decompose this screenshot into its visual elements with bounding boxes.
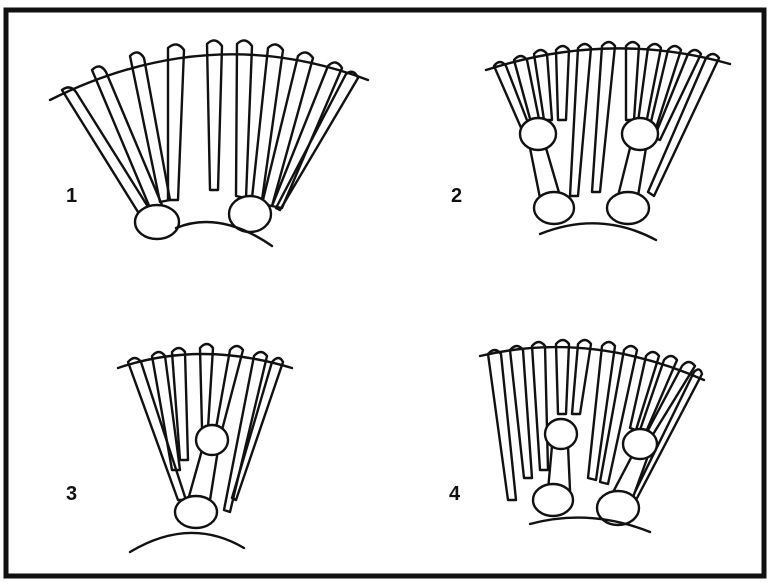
panel-2-radial-bone	[520, 118, 556, 150]
panel-1-fin-ray	[262, 52, 313, 206]
panel-1-fin-ray	[236, 40, 252, 198]
panel-4-drawing	[480, 340, 704, 532]
panel-1-fin-ray	[168, 44, 184, 200]
panel-3-drawing	[118, 344, 292, 552]
panel-4-fin-ray	[572, 340, 591, 414]
panel-2-fin-ray	[592, 42, 615, 192]
panel-4-radial-bone	[545, 419, 577, 449]
figure-frame	[6, 10, 764, 576]
panel-3-fin-ray	[200, 344, 213, 428]
panel-2-fin-ray	[638, 44, 661, 124]
panel-1-fin-ray	[272, 62, 342, 208]
panel-4-fin-ray	[556, 340, 569, 414]
panel-3-body-wall	[130, 533, 244, 552]
panel-2-fin-ray	[650, 46, 681, 128]
panel-2-label: 2	[451, 186, 462, 206]
panel-2-radial-bone	[534, 192, 574, 224]
panel-4-fin-ray	[588, 342, 615, 480]
panel-3-fin-ray	[224, 352, 267, 512]
panel-3-radial-shaft	[188, 450, 218, 500]
panel-4-radial-bone	[533, 484, 573, 516]
panel-4-radial-bone	[623, 429, 657, 459]
panel-2-radial-shaft	[530, 148, 560, 198]
panel-4-fin-ray	[532, 342, 548, 470]
panel-2-fin-ray	[556, 46, 569, 120]
panel-2-radial-bone	[622, 118, 658, 150]
panel-1-fin-ray	[207, 40, 222, 190]
panel-3-radial-bone	[196, 425, 228, 455]
panel-2-drawing	[486, 42, 730, 240]
panel-4-label: 4	[449, 484, 460, 504]
panel-4-fin-ray	[510, 346, 532, 478]
panel-1-fin-ray	[92, 66, 162, 208]
panel-3-fin-ray	[216, 346, 243, 430]
panel-2-fin-margin	[486, 48, 730, 70]
panel-3-label: 3	[66, 484, 77, 504]
panel-1-label: 1	[66, 186, 77, 206]
panel-2-body-wall	[540, 223, 656, 240]
panel-2-fin-ray	[570, 44, 591, 196]
panel-2-radial-shaft	[618, 148, 646, 196]
panel-2-fin-ray	[626, 42, 639, 120]
panel-3-radial-bone	[175, 496, 217, 528]
panel-1-drawing	[50, 40, 368, 246]
panel-3-fin-ray	[172, 348, 188, 460]
panel-2-radial-bone	[607, 192, 649, 224]
panel-1-radial-bone	[135, 205, 179, 239]
